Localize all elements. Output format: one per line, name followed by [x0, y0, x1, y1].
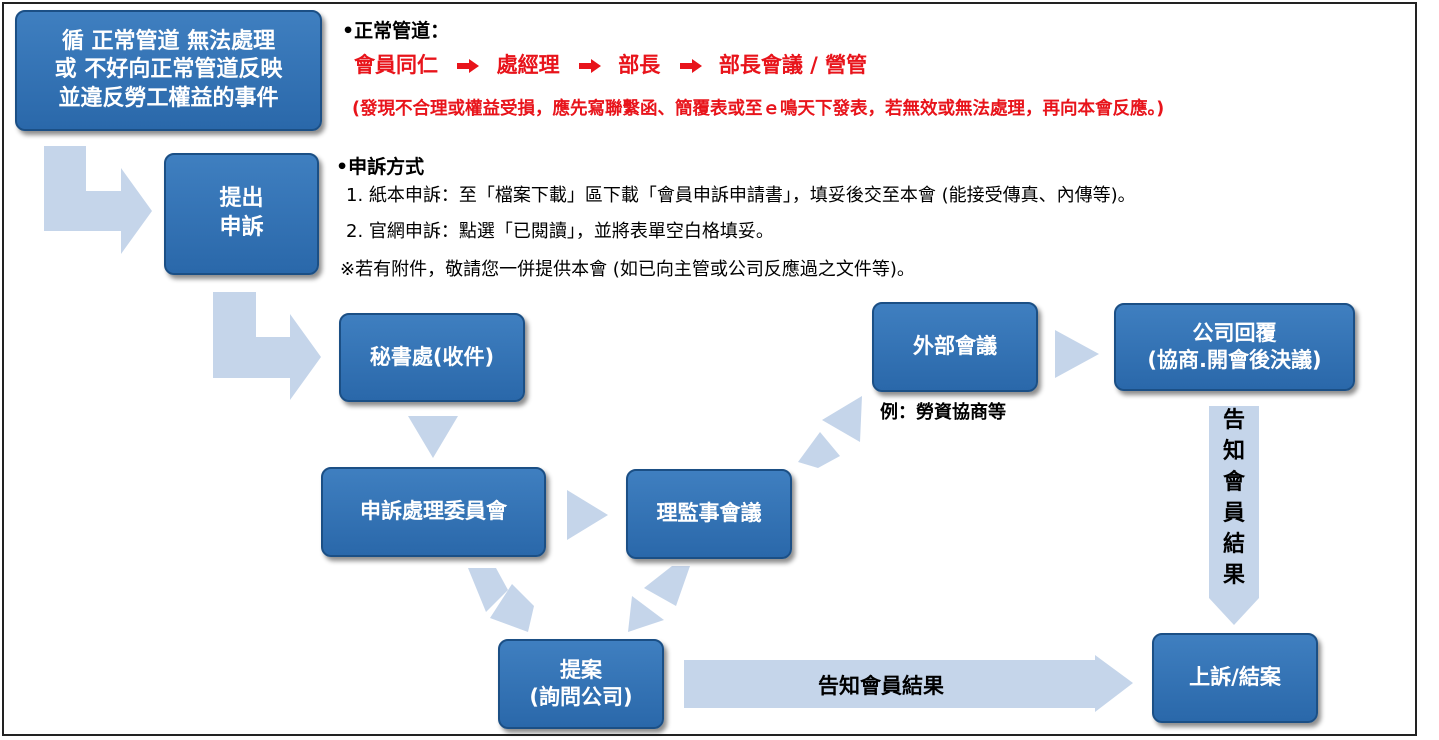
complaint-method-attachment-note: ※若有附件，敬請您一併提供本會 (如已向主管或公司反應過之文件等)。	[340, 259, 915, 280]
step-member: 會員同仁	[354, 53, 438, 77]
company-reply-box: 公司回覆 (協商.開會後決議)	[1114, 303, 1355, 391]
committee-box: 申訴處理委員會	[321, 467, 546, 557]
normal-channel-heading: •正常管道：	[342, 20, 450, 42]
complaint-method-online: 2. 官網申訴：點選「已閱讀」，並將表單空白格填妥。	[346, 221, 774, 242]
arrow-board-to-external-a	[798, 432, 840, 468]
normal-channel-steps: 會員同仁 處經理 部長 部長會議 / 營管	[354, 49, 867, 79]
step-minister-meeting: 部長會議 / 營管	[718, 53, 868, 77]
l-arrow-submit-to-secretariat	[213, 292, 321, 400]
external-meeting-box: 外部會議	[872, 302, 1038, 392]
arrow-board-to-external-b	[822, 396, 862, 442]
start-box: 循 正常管道 無法處理 或 不好向正常管道反映 並違反勞工權益的事件	[15, 10, 322, 131]
notify-member-vertical-label: 告知會員結果	[1222, 408, 1245, 588]
arrow-proposal-to-appeal	[684, 655, 1133, 712]
arrow-company-to-appeal	[1209, 406, 1259, 625]
arrow-secretariat-to-committee	[408, 416, 458, 458]
arrow-external-to-company	[1055, 330, 1099, 378]
complaint-method-heading: •申訴方式	[336, 156, 425, 178]
normal-channel-note: (發現不合理或權益受損，應先寫聯繫函、簡覆表或至ｅ鳴天下發表，若無效或無法處理，…	[352, 99, 1165, 119]
step-manager: 處經理	[496, 53, 560, 77]
secretariat-box: 秘書處(收件)	[339, 313, 525, 402]
step-minister: 部長	[618, 53, 661, 77]
arrow-committee-to-proposal-b	[490, 584, 534, 632]
arrow-committee-to-board	[567, 490, 608, 540]
external-meeting-example: 例：勞資協商等	[880, 402, 1006, 423]
red-arrow-icon	[578, 59, 601, 73]
submit-complaint-box: 提出 申訴	[164, 153, 319, 275]
red-arrow-icon	[679, 59, 702, 73]
appeal-close-box: 上訴/結案	[1152, 633, 1318, 723]
red-arrow-icon	[457, 59, 480, 73]
arrow-proposal-to-board-a	[628, 596, 664, 632]
arrow-proposal-to-board-b	[644, 566, 690, 606]
arrow-committee-to-proposal-a	[468, 568, 508, 612]
complaint-method-paper: 1. 紙本申訴：至「檔案下載」區下載「會員申訴申請書」，填妥後交至本會 (能接受…	[346, 185, 1136, 206]
board-meeting-box: 理監事會議	[626, 469, 792, 559]
notify-member-horizontal-label: 告知會員結果	[818, 674, 944, 698]
proposal-box: 提案 (詢問公司)	[498, 639, 664, 729]
l-arrow-start-to-submit	[44, 146, 152, 254]
